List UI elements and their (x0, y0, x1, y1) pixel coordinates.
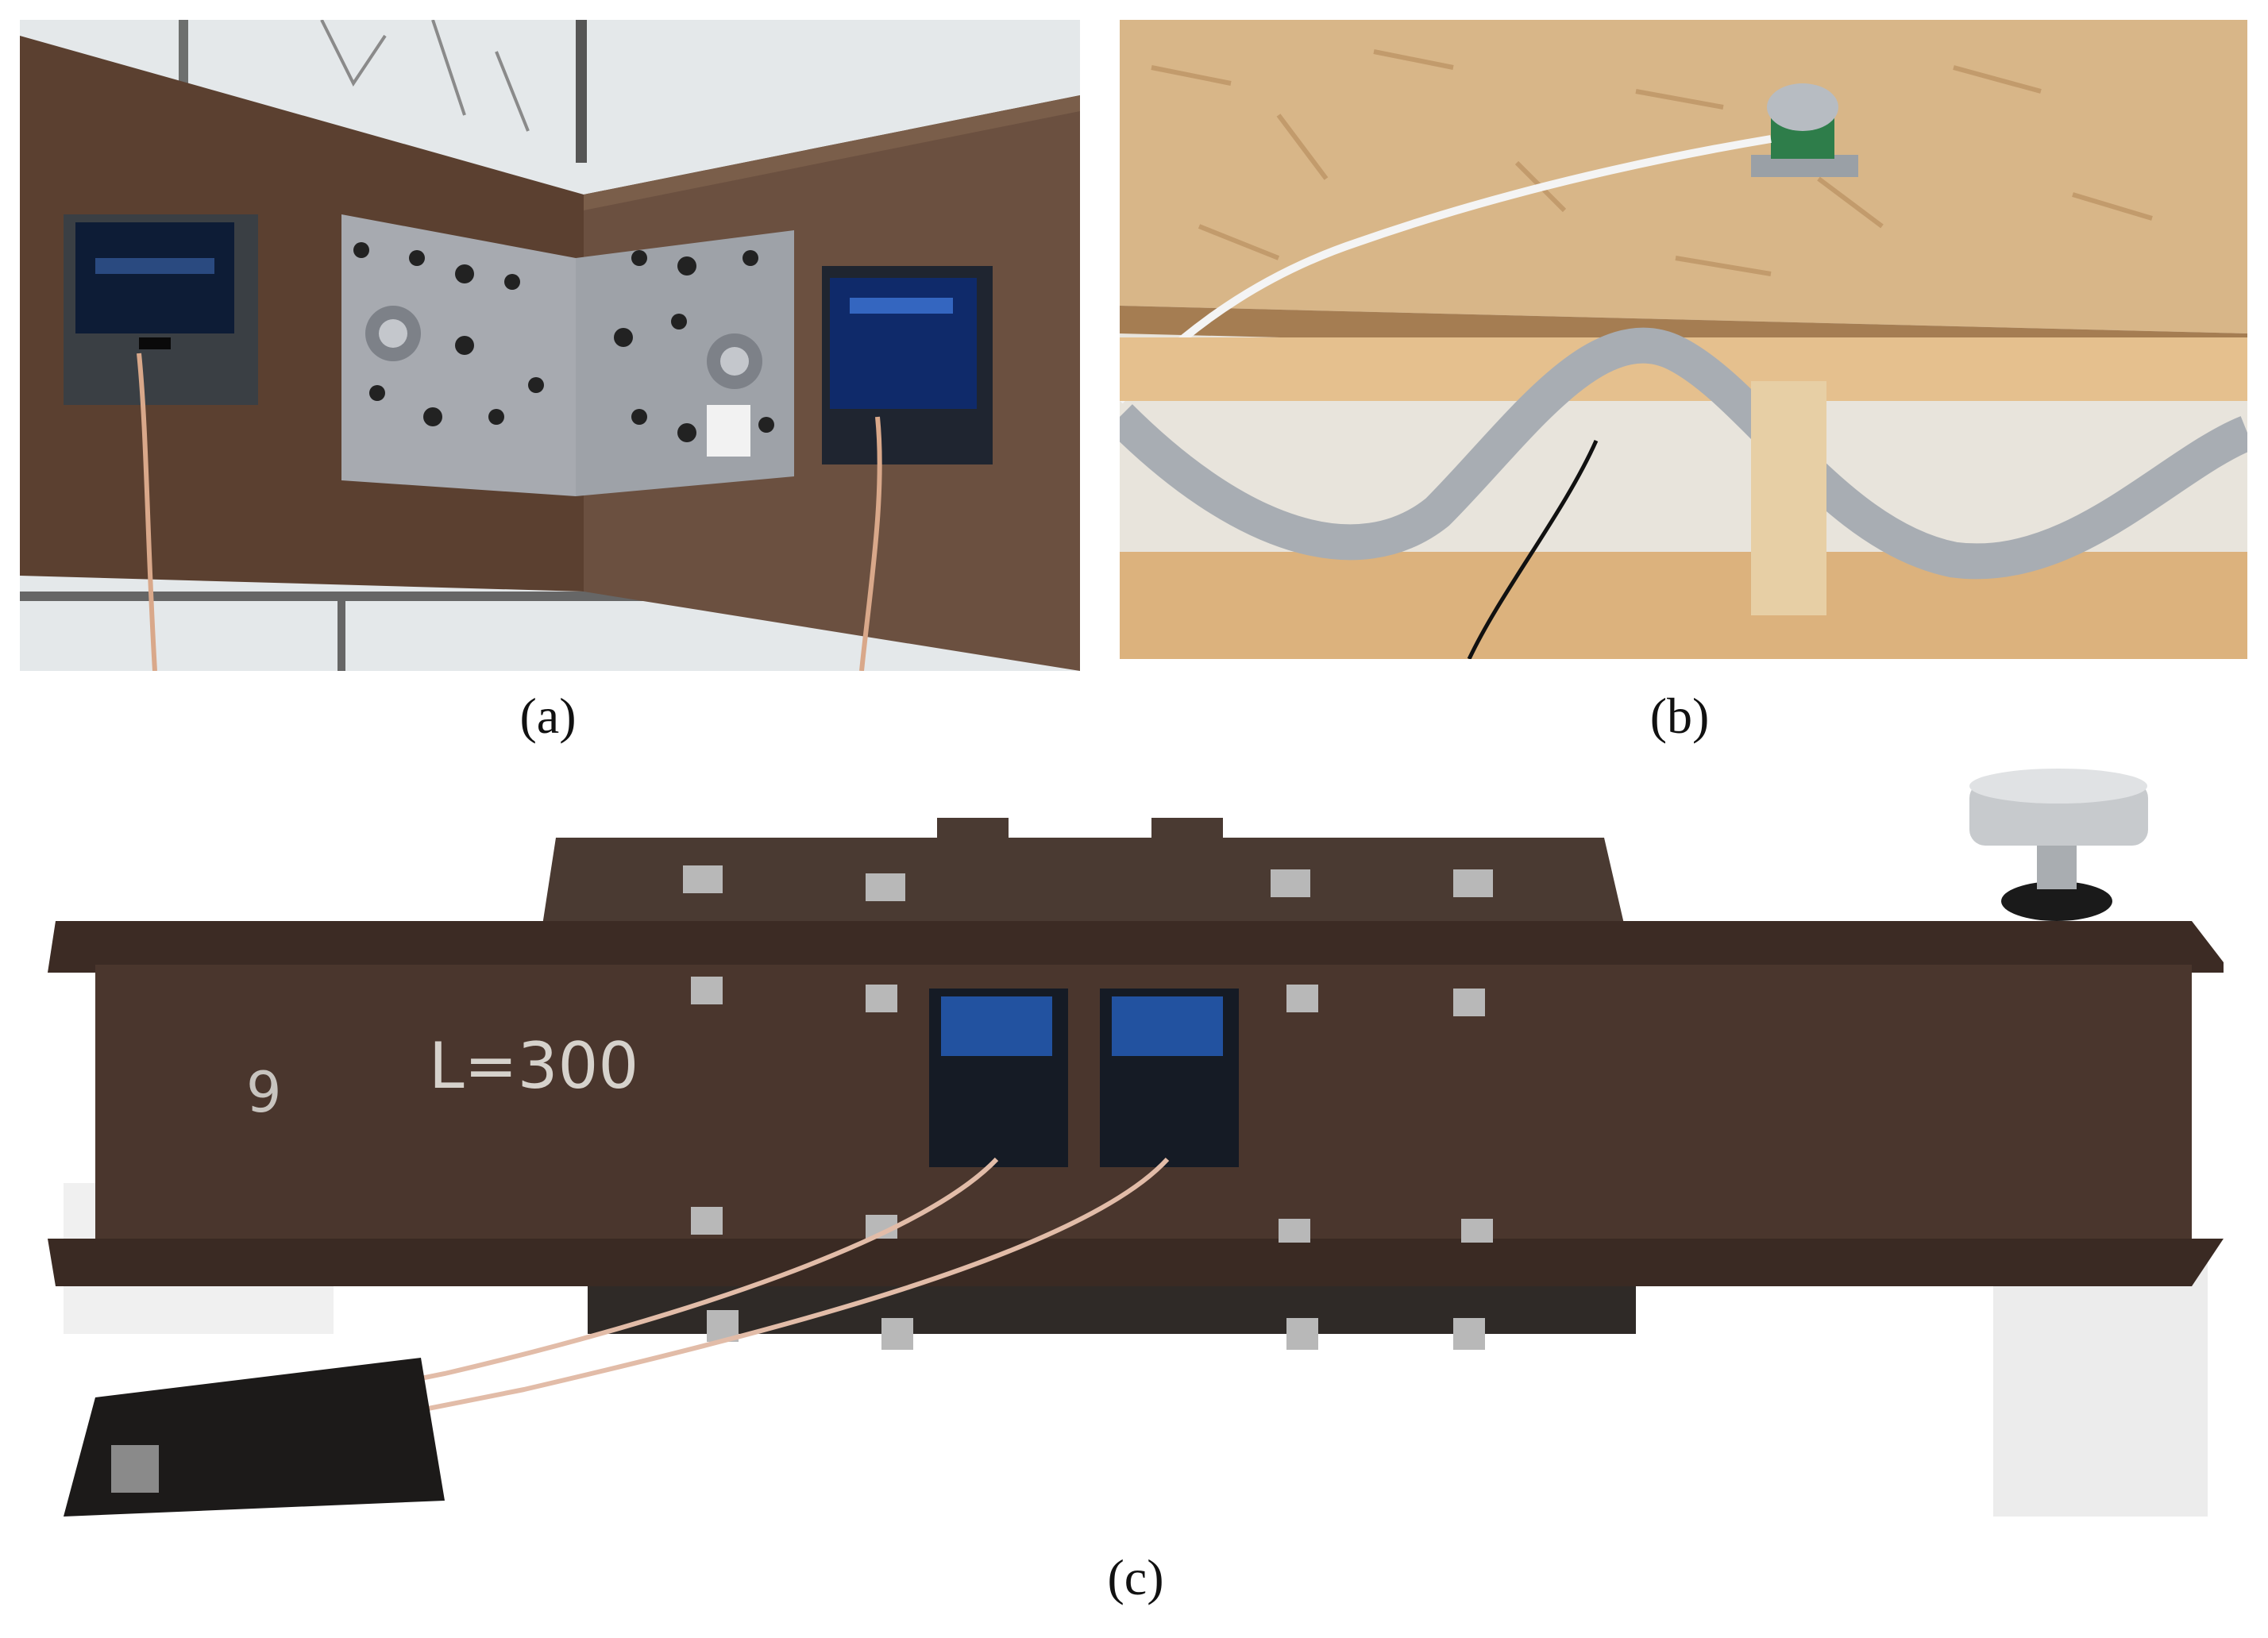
photo-panel-b (1120, 20, 2247, 659)
weight-mass (1969, 769, 2148, 921)
photo-panel-c: 9 L=300 (48, 762, 2224, 1540)
beam-number-label: 9 (246, 1060, 282, 1125)
beam-length-label: L=300 (429, 1029, 638, 1103)
photo-panel-a (20, 20, 1080, 671)
sensor-boards (929, 989, 1239, 1167)
sensor-board-right (822, 266, 993, 464)
data-logger (64, 1358, 445, 1517)
caption-a: (a) (519, 688, 577, 744)
sensor-puck (1751, 83, 1858, 177)
sensor-board-left (64, 214, 258, 405)
caption-c: (c) (1107, 1549, 1164, 1605)
angle-bracket (341, 214, 794, 496)
caption-b: (b) (1649, 688, 1710, 744)
